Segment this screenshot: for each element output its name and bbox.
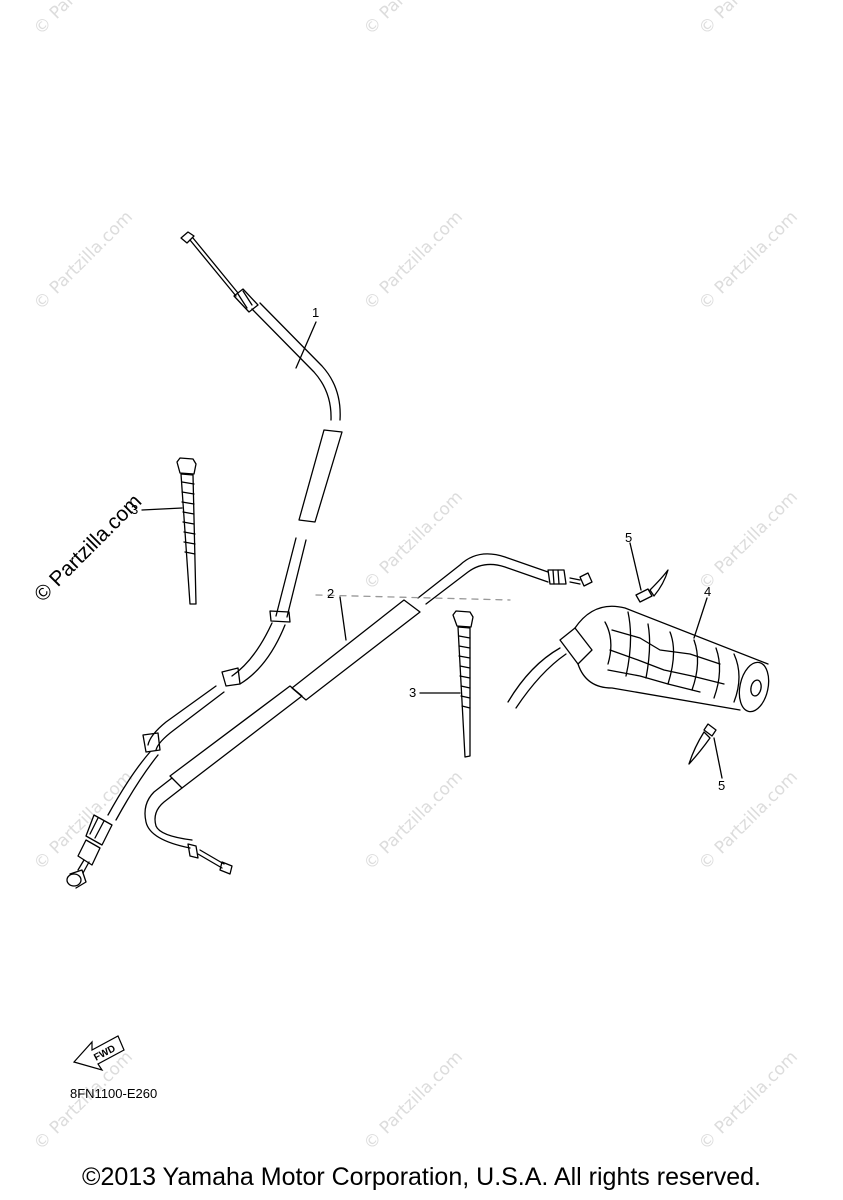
rivet-top [635,569,669,603]
grip [507,605,770,713]
callout-3-right: 3 [409,685,417,700]
tie-left [176,457,197,605]
callout-1: 1 [312,305,320,320]
cable-2 [144,553,593,875]
callout-5-bottom: 5 [718,778,726,793]
diagram-part-code: 8FN1100-E260 [70,1086,158,1101]
callout-5-top: 5 [625,530,633,545]
tie-right [452,610,474,758]
fwd-arrow-icon [72,1035,125,1072]
cable-1 [66,231,343,889]
callout-4: 4 [704,584,712,599]
callout-2: 2 [327,586,335,601]
callout-3-left: 3 [131,502,139,517]
copyright-notice: ©2013 Yamaha Motor Corporation, U.S.A. A… [82,1163,761,1191]
rivet-bottom [688,723,717,765]
